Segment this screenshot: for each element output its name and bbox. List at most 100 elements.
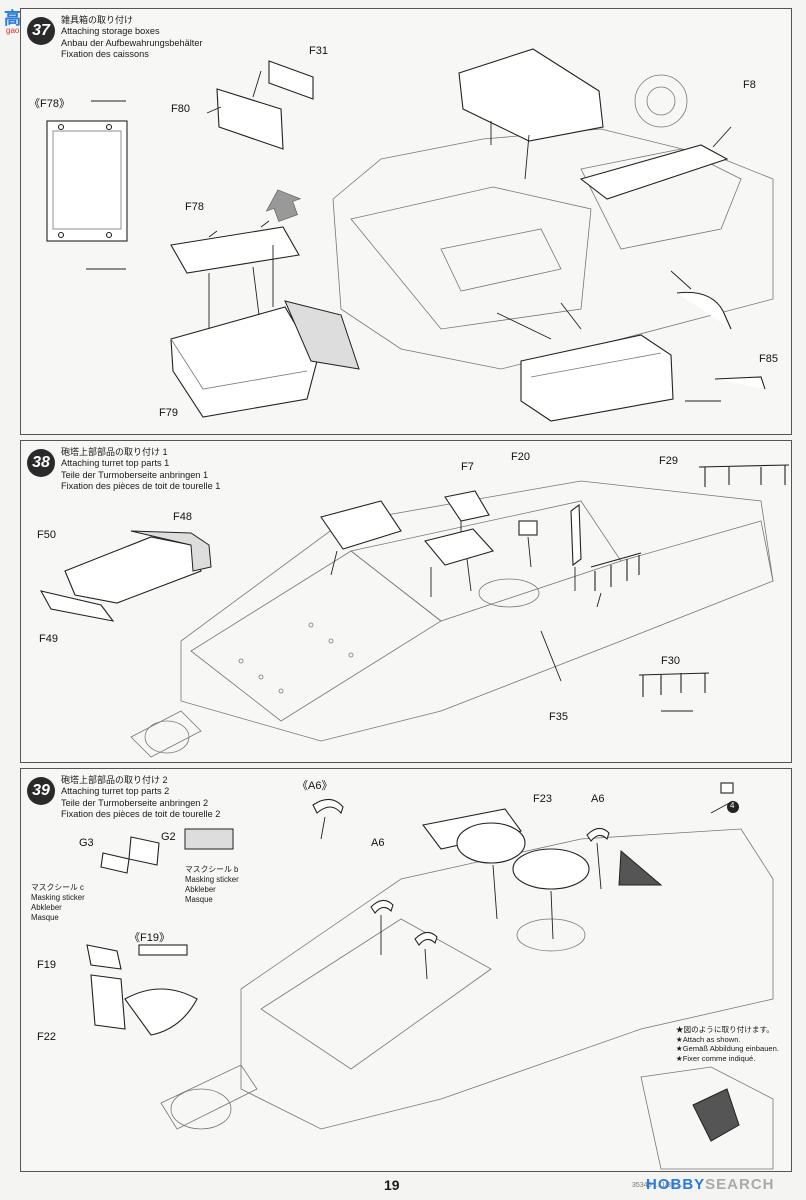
label-f78-bracket: 《F78》 [29, 98, 70, 110]
masking-sticker-c-note: マスクシール c Masking sticker Abkleber Masque [31, 883, 85, 922]
a6-right-part [586, 827, 610, 842]
label-g3: G3 [79, 837, 94, 849]
f79-part [170, 306, 318, 418]
step-title-en: Attaching turret top parts 2 [61, 786, 170, 797]
a6-detail-part [312, 798, 344, 815]
a6-left-part-2 [414, 931, 438, 946]
label-f31: F31 [309, 45, 328, 57]
sticker-mark-c: c [79, 883, 84, 892]
label-a6-right: A6 [591, 793, 605, 805]
f78-part [170, 226, 300, 274]
label-f8: F8 [743, 79, 756, 91]
step-number-37: 37 [27, 17, 55, 45]
label-f85: F85 [759, 353, 778, 365]
step-38-titles: 砲塔上部部品の取り付け 1 Attaching turret top parts… [61, 447, 220, 492]
label-f19: F19 [37, 959, 56, 971]
f78-detail-part [46, 120, 128, 242]
assembly-direction-arrow [265, 189, 302, 222]
label-f79: F79 [159, 407, 178, 419]
step-title-en: Attaching turret top parts 1 [61, 458, 170, 469]
f20-part [518, 520, 538, 536]
g2-part [128, 836, 160, 866]
label-f22: F22 [37, 1031, 56, 1043]
circle-marker-icon [727, 801, 739, 813]
label-f48: F48 [173, 511, 192, 523]
mesh-detail [692, 1088, 740, 1142]
step-title-de: Teile der Turmoberseite anbringen 1 [61, 469, 209, 480]
step-title-fr: Fixation des pièces de toit de tourelle … [61, 480, 221, 491]
f19-part [86, 944, 122, 970]
step-37-titles: 雑具箱の取り付け Attaching storage boxes Anbau d… [61, 15, 203, 60]
step-39-titles: 砲塔上部部品の取り付け 2 Attaching turret top parts… [61, 775, 220, 820]
paint-tool-icon [720, 782, 734, 794]
storage-box-top [458, 48, 604, 142]
turret-outline [240, 828, 774, 1130]
step-37-diagram [46, 48, 774, 422]
watermark: HOBBYSEARCH [646, 1176, 775, 1193]
f49-part [39, 590, 115, 622]
attach-as-shown-note: ★図のように取り付けます。 ★Attach as shown. ★Gemäß A… [675, 1025, 779, 1063]
f50-part [64, 536, 202, 604]
rear-storage-box [520, 334, 674, 422]
f22-part [90, 974, 126, 1030]
step-title-fr: Fixation des pièces de toit de tourelle … [61, 808, 221, 819]
hatch-part [424, 528, 494, 566]
step-title-de: Teile der Turmoberseite anbringen 2 [61, 797, 209, 808]
step-title-jp: 砲塔上部部品の取り付け 1 [61, 447, 168, 457]
step-39-diagram [86, 782, 774, 1170]
step-title-jp: 雑具箱の取り付け [61, 15, 134, 25]
masking-sticker-b [184, 828, 234, 850]
label-f19-bracket: 《F19》 [129, 932, 170, 944]
a6-left-part [370, 899, 394, 914]
step-title-en: Attaching storage boxes [61, 26, 160, 37]
mesh-triangle-part [618, 849, 663, 886]
step-title-jp: 砲塔上部部品の取り付け 2 [61, 775, 168, 785]
step-title-de: Anbau der Aufbewahrungsbehälter [61, 37, 203, 48]
step-39-panel: 39 砲塔上部部品の取り付け 2 Attaching turret top pa… [20, 768, 792, 1172]
f85-detail [714, 376, 766, 390]
label-f29: F29 [659, 455, 678, 467]
step-38-diagram [39, 464, 790, 758]
turret-outline [180, 480, 774, 742]
kit-code: 35340 ... 1/35 ... [632, 1182, 683, 1189]
step-title-fr: Fixation des caissons [61, 48, 149, 59]
f8-part [579, 144, 729, 200]
f79-end-part [284, 300, 360, 370]
label-f20: F20 [511, 451, 530, 463]
f29-part [698, 464, 790, 487]
label-f35: F35 [549, 711, 568, 723]
f30-part [638, 672, 710, 697]
turret-box-part [320, 500, 402, 550]
label-f49: F49 [39, 633, 58, 645]
label-a6-left: A6 [371, 837, 385, 849]
hull-outline [332, 128, 774, 370]
label-f78: F78 [185, 201, 204, 213]
f31-part [268, 60, 314, 100]
step-37-panel: 37 雑具箱の取り付け Attaching storage boxes Anba… [20, 8, 792, 435]
f48-part [130, 530, 212, 572]
label-f80: F80 [171, 103, 190, 115]
step-number-39: 39 [27, 777, 55, 805]
railing-part [590, 552, 642, 591]
step-number-38: 38 [27, 449, 55, 477]
vertical-bracket-part [570, 503, 582, 567]
label-f50: F50 [37, 529, 56, 541]
f19-detail-part [138, 944, 188, 956]
logo-char-1: 高 [4, 9, 22, 28]
label-a6-bracket: 《A6》 [297, 780, 333, 792]
label-f23: F23 [533, 793, 552, 805]
f80-part [216, 88, 284, 150]
ring-part [124, 988, 198, 1036]
f23-part [512, 848, 590, 890]
step-38-panel: 38 砲塔上部部品の取り付け 1 Attaching turret top pa… [20, 440, 792, 763]
label-g2: G2 [161, 831, 176, 843]
label-circle-4: 4 [730, 801, 735, 810]
f7-part [444, 490, 490, 522]
label-f7: F7 [461, 461, 474, 473]
f85-part [676, 291, 732, 330]
masking-sticker-b-note: マスクシール b Masking sticker Abkleber Masque [185, 865, 239, 904]
label-f30: F30 [661, 655, 680, 667]
detail-inset-outline [640, 1066, 774, 1170]
sticker-mark-b: b [233, 865, 239, 874]
page-number: 19 [384, 1177, 400, 1193]
